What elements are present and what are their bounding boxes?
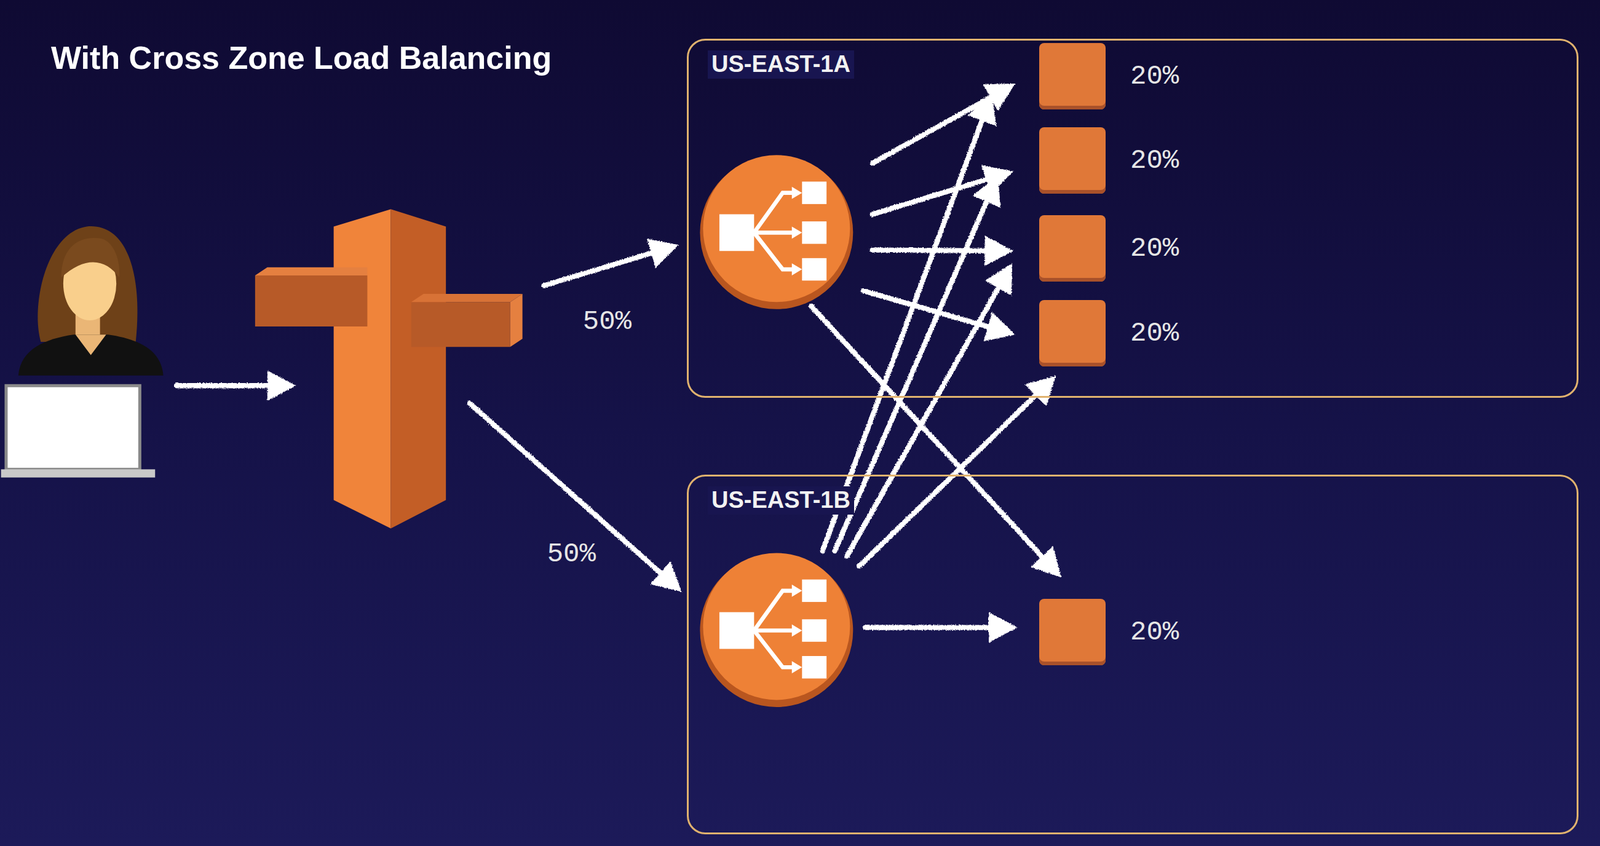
arrow-shaft xyxy=(846,284,1000,557)
arrow xyxy=(176,370,296,401)
signpost-pole xyxy=(333,209,392,529)
user-collar xyxy=(75,334,107,355)
elb-source xyxy=(719,213,754,251)
instance-box: 20% xyxy=(1039,215,1106,282)
traffic-share: 20% xyxy=(1130,300,1179,367)
arrow-head xyxy=(984,235,1014,267)
elb-line xyxy=(753,230,793,235)
signpost-arm xyxy=(255,275,368,327)
arrow-head xyxy=(985,263,1013,296)
laptop-base xyxy=(1,469,156,478)
instance-box: 20% xyxy=(1039,598,1106,666)
elb-target xyxy=(801,181,827,205)
elb-target xyxy=(801,619,827,642)
arrow xyxy=(859,375,1056,567)
arrow-head xyxy=(988,612,1018,644)
elb-circle xyxy=(702,552,850,700)
arrow xyxy=(543,238,679,286)
elb-head xyxy=(792,226,803,239)
arrow-head xyxy=(646,238,679,269)
signpost-arm-top xyxy=(255,267,368,276)
arrow-group xyxy=(176,83,1062,643)
elb-source xyxy=(719,612,754,650)
elb-line xyxy=(753,628,793,633)
availability-zone: US-EAST-1B 20% xyxy=(686,474,1579,835)
arrow xyxy=(872,83,1016,163)
user-hair xyxy=(37,226,138,342)
elb-head xyxy=(792,263,803,276)
arrow-shaft xyxy=(543,252,655,286)
arrow xyxy=(872,165,1014,215)
laptop-screen xyxy=(6,385,140,470)
traffic-share: 20% xyxy=(1130,215,1179,282)
arrow-shaft xyxy=(834,198,989,551)
traffic-share: 20% xyxy=(1130,127,1179,194)
arrow-head xyxy=(649,561,682,592)
arrow-shaft xyxy=(176,383,272,389)
arrow xyxy=(872,235,1014,267)
illustration-group xyxy=(1,154,854,708)
elb-target xyxy=(801,258,827,282)
arrow-head xyxy=(972,175,1002,208)
elb-head xyxy=(792,584,803,598)
traffic-share: 20% xyxy=(1130,43,1179,110)
arrow xyxy=(469,402,682,592)
signpost-arm-top xyxy=(411,293,523,302)
traffic-share: 50% xyxy=(582,306,632,337)
arrow-shaft xyxy=(872,178,991,214)
diagram-title: With Cross Zone Load Balancing xyxy=(51,39,552,77)
arrow xyxy=(811,306,1062,578)
instance-box: 20% xyxy=(1039,43,1106,110)
arrow-head xyxy=(1030,546,1062,578)
traffic-share: 20% xyxy=(1130,598,1179,666)
elb-target xyxy=(801,656,827,679)
instance-box: 20% xyxy=(1039,300,1106,367)
label-anchor: 50% xyxy=(547,538,596,570)
arrow-shaft xyxy=(859,392,1039,567)
user-body xyxy=(18,334,164,376)
arrow xyxy=(846,263,1013,556)
elb-line xyxy=(753,630,793,668)
elb-line xyxy=(753,232,793,270)
load-balancer-icon xyxy=(699,154,853,310)
load-balancer-icon xyxy=(699,552,853,708)
signpost-pole-side xyxy=(391,209,447,529)
user-icon xyxy=(1,226,164,478)
arrow-head xyxy=(267,370,296,401)
arrow-head xyxy=(1025,375,1057,407)
route53-icon xyxy=(255,209,523,529)
arrow-shaft xyxy=(872,250,989,251)
elb-line xyxy=(753,193,793,234)
arrow xyxy=(822,94,997,551)
arrow xyxy=(834,175,1001,551)
elb-circle xyxy=(702,154,850,302)
arrow-shaft xyxy=(872,95,995,163)
arrow-shaft xyxy=(863,290,992,328)
elb-head xyxy=(792,661,803,674)
arrow-head xyxy=(967,94,997,127)
traffic-share: 50% xyxy=(547,538,596,570)
zone-name: US-EAST-1A xyxy=(707,50,855,79)
label-anchor: 50% xyxy=(582,306,632,337)
user-fringe xyxy=(61,237,120,278)
elb-target xyxy=(801,221,827,245)
arrow-head xyxy=(983,311,1016,342)
elb-line xyxy=(753,590,793,631)
instance-box: 20% xyxy=(1039,127,1106,194)
signpost-arm xyxy=(411,301,511,347)
elb-head xyxy=(792,624,803,638)
availability-zone: US-EAST-1A 20% 20% 20% 20% xyxy=(686,38,1579,398)
elb-target xyxy=(801,579,827,603)
signpost-arm-end xyxy=(510,293,523,347)
zone-name: US-EAST-1B xyxy=(707,486,855,515)
arrow xyxy=(865,612,1018,644)
elb-head xyxy=(792,186,803,200)
arrow-shaft xyxy=(865,624,993,630)
arrow-shaft xyxy=(469,402,663,576)
